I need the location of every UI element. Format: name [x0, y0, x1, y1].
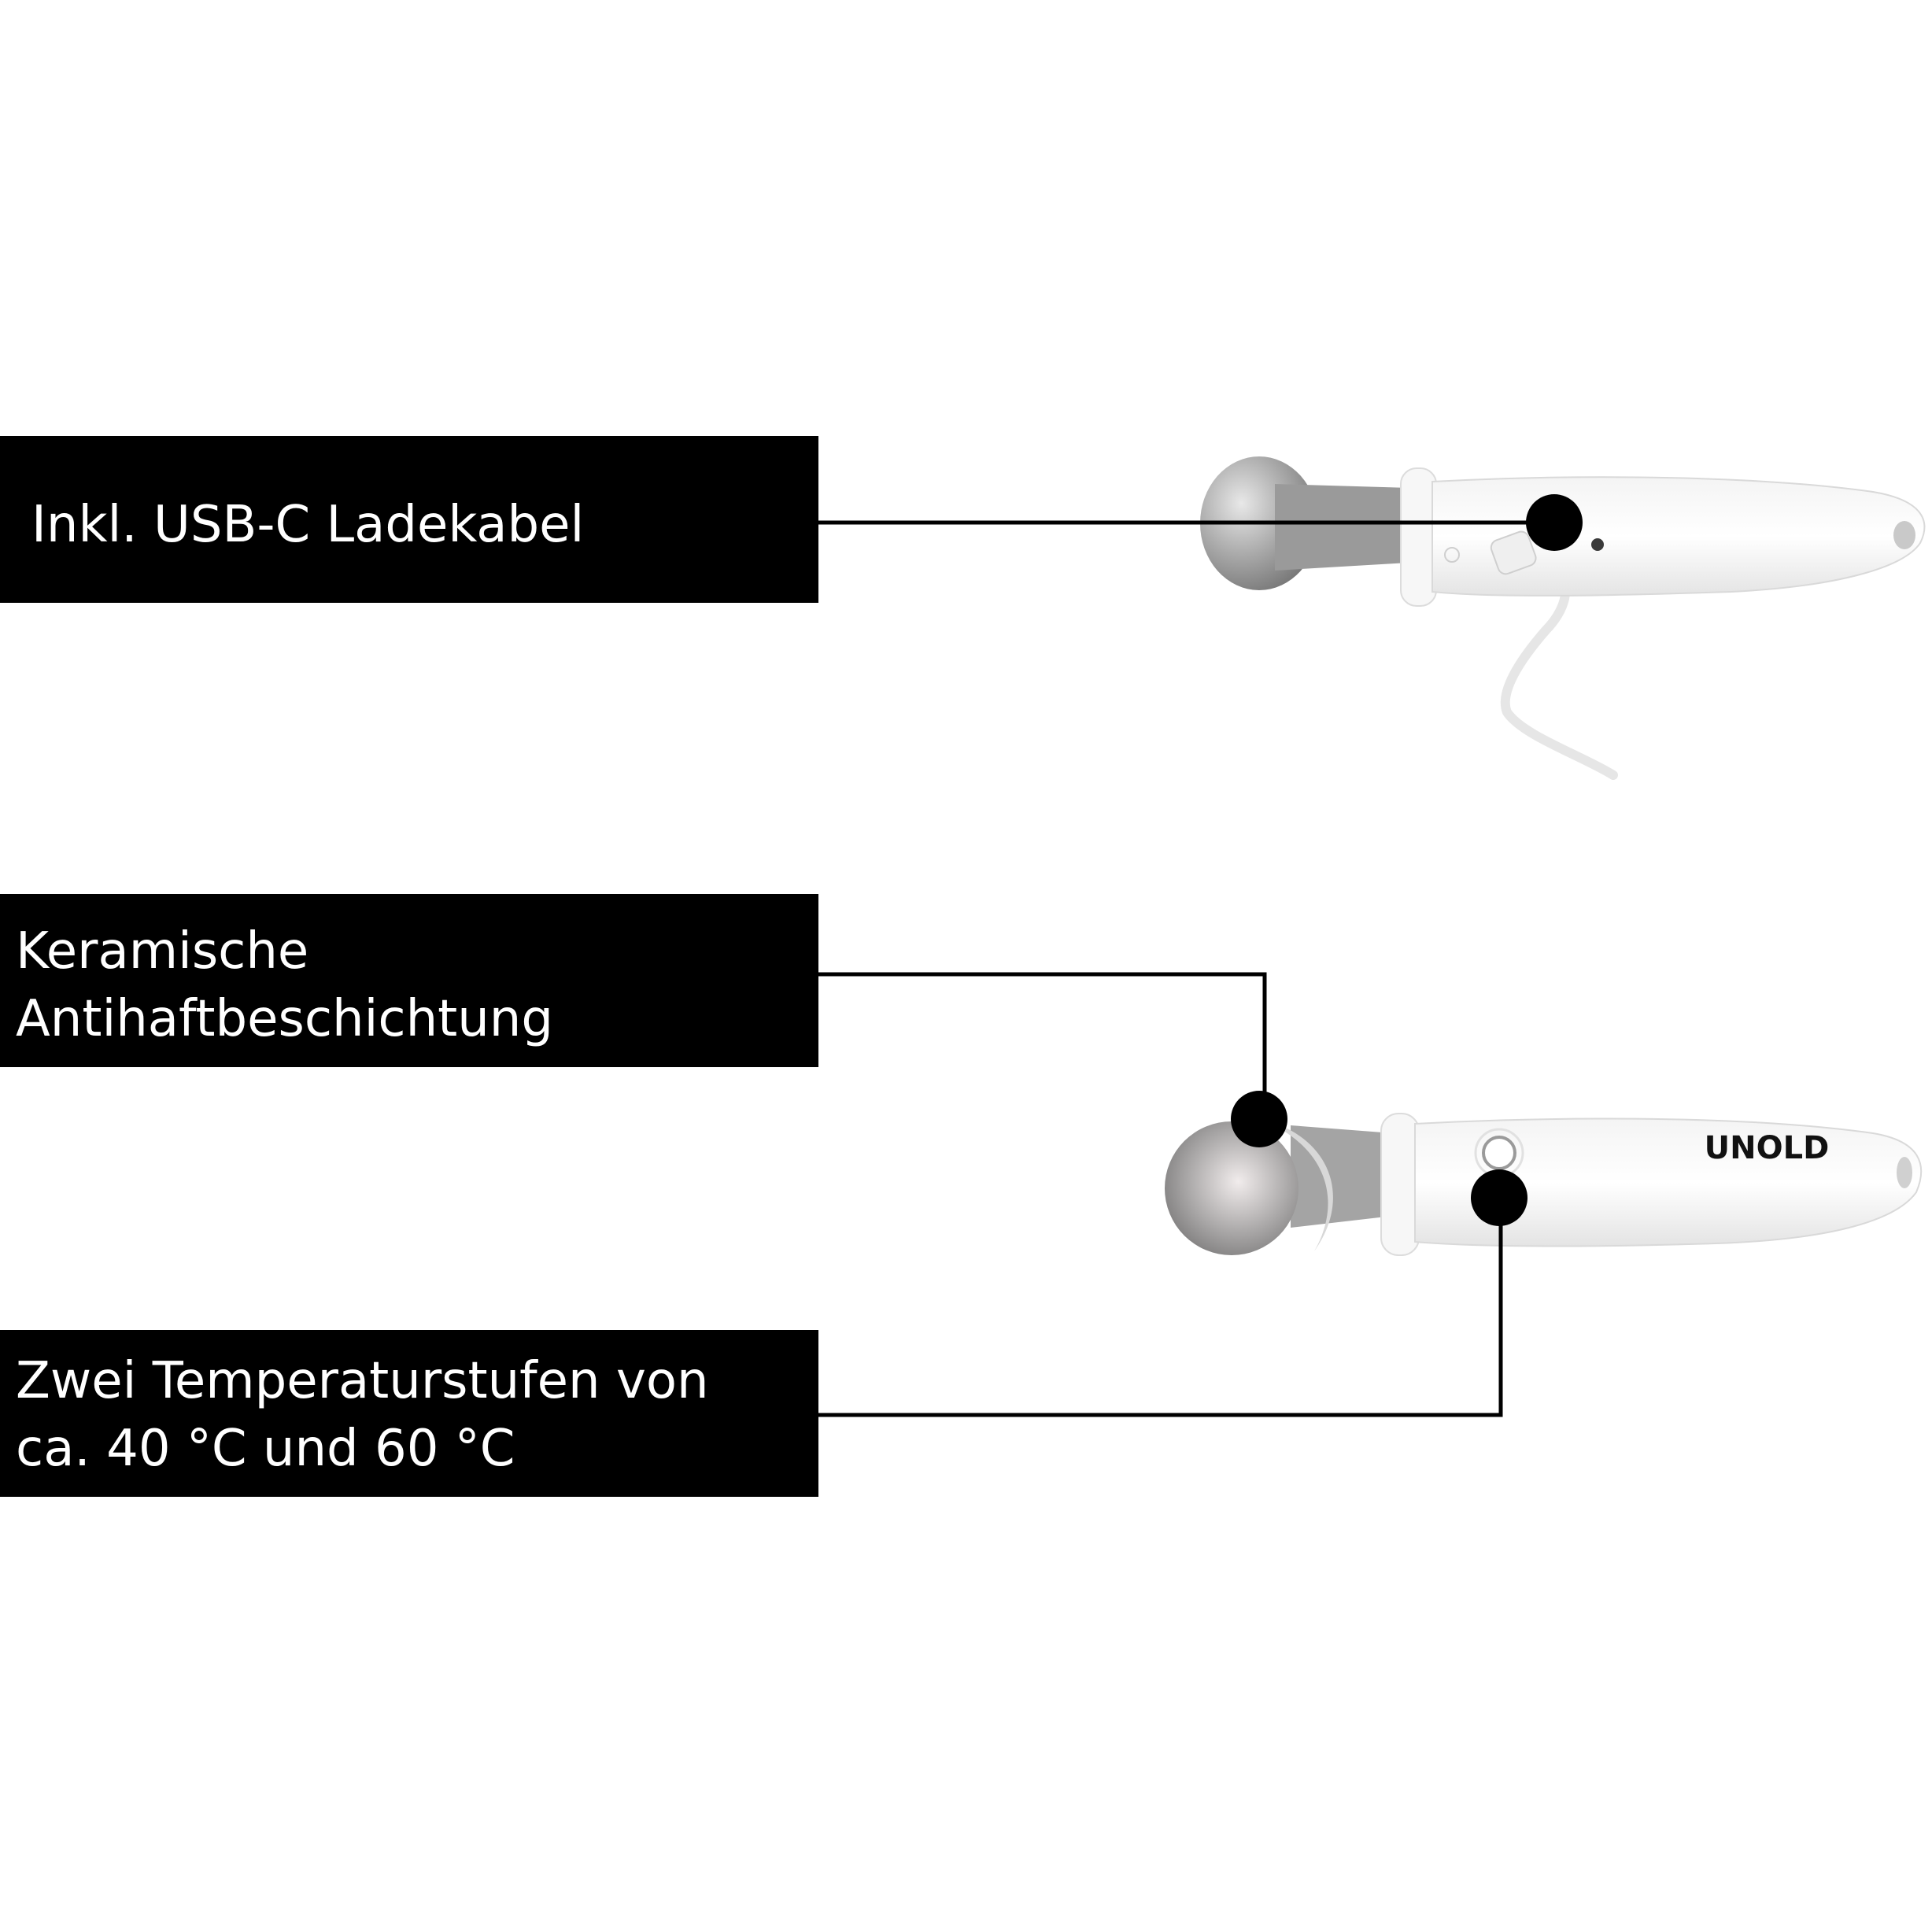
callout-label-ceramic-coating: Keramische Antihaftbeschichtung: [0, 894, 818, 1067]
power-button[interactable]: [1482, 1136, 1516, 1170]
usb-cable: [1500, 563, 1618, 780]
callout-connector-1: [818, 494, 1583, 551]
callout-label-temperature-levels: Zwei Temperaturstufen von ca. 40 °C und …: [0, 1330, 818, 1497]
handle-collar: [1400, 467, 1437, 607]
callout-label-usb-cable: Inkl. USB-C Ladekabel: [0, 436, 818, 603]
callout-connector-3: [818, 1169, 1527, 1417]
handle-collar: [1380, 1113, 1420, 1256]
screw-icon: [1444, 547, 1460, 563]
ice-cream-scoop-bottom: UNOLD: [1165, 1113, 1923, 1256]
callout-text: Inkl. USB-C Ladekabel: [31, 496, 585, 554]
usb-plug: [1490, 530, 1537, 575]
charging-port-icon: [1591, 538, 1604, 551]
scoop-rim: [1255, 1117, 1333, 1251]
callout-dot: [1471, 1169, 1527, 1226]
scoop-neck: [1291, 1125, 1393, 1228]
handle-body: [1414, 1117, 1923, 1247]
scoop-bowl: [1165, 1121, 1298, 1255]
brand-logo: UNOLD: [1705, 1130, 1830, 1166]
scoop-neck: [1275, 484, 1409, 571]
hanging-hole: [1893, 521, 1915, 549]
hanging-hole: [1897, 1157, 1912, 1188]
callout-connector-2: [818, 972, 1287, 1147]
callout-text: Zwei Temperaturstufen von ca. 40 °C und …: [16, 1352, 709, 1478]
callout-text: Keramische Antihaftbeschichtung: [16, 922, 553, 1048]
callout-dot: [1526, 494, 1583, 551]
callout-dot: [1231, 1091, 1287, 1147]
